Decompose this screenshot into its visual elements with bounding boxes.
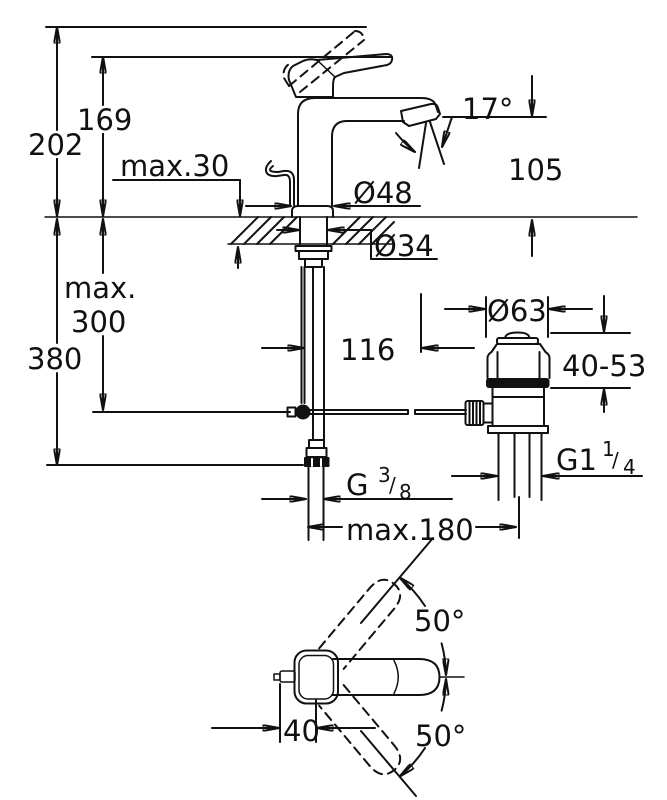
faucet-body-and-spout	[297, 97, 439, 207]
pop-up-pull-rod	[264, 160, 295, 206]
spray-line-vertical	[418, 122, 427, 169]
front-view: 202 169 max.30 17° 105 Ø48 Ø34 max. 300 …	[24, 26, 646, 547]
dim-lever-height-label: 169	[77, 103, 132, 137]
lever-handle-crease	[316, 59, 336, 78]
waste-funnel	[486, 343, 551, 379]
dim-supply-thread-label: G 3 / 8	[346, 463, 412, 504]
hose-fitting-top	[308, 439, 325, 449]
hex-nut-slits	[311, 458, 322, 467]
waste-knurled-knob	[464, 400, 485, 426]
dim-total-height-label: 202	[28, 128, 83, 162]
lever-plan-end-arc	[393, 659, 399, 695]
radius-line-lower	[360, 730, 417, 797]
swivel-angle-dimensions	[211, 537, 446, 797]
waste-gasket	[486, 378, 550, 388]
knob-ridges	[468, 401, 481, 426]
body-inner	[298, 654, 335, 700]
waste-body	[491, 387, 545, 427]
dim-base-dia-label: Ø48	[353, 176, 413, 210]
mounting-nut	[294, 245, 333, 268]
spout-underside	[331, 120, 405, 207]
dim-waste-thread-label: G1 1 / 4	[556, 437, 636, 479]
hose-fitting-mid	[305, 447, 328, 458]
dim-swivel-upper-label: 50°	[414, 604, 465, 638]
pull-knob-tip	[273, 673, 281, 681]
spray-line-angled	[429, 121, 445, 165]
dim-center-distance-label: max.180	[346, 513, 474, 547]
faucet-base	[291, 205, 334, 218]
dim-depth-max-word-label: max.	[64, 271, 136, 305]
supply-hose	[307, 466, 325, 541]
dim-knob-offset-label: 40	[283, 714, 320, 748]
ext-lines-63	[485, 296, 549, 338]
waste-tail-pipe	[497, 432, 543, 539]
pop-up-waste	[464, 331, 551, 539]
radius-line-upper	[360, 537, 434, 624]
dim-spray-angle-label: 17°	[462, 92, 513, 126]
waste-side-port	[482, 402, 494, 424]
dim-waste-dia-label: Ø63	[487, 294, 547, 328]
supply-tube	[312, 266, 325, 441]
top-view: 50° 50° 40	[211, 537, 466, 797]
dim-hole-dia-label: Ø34	[374, 229, 434, 263]
dim-spout-height-label: 105	[508, 153, 563, 187]
pull-knob	[279, 670, 296, 683]
waste-body-flange	[487, 425, 549, 434]
waste-plug-dome	[504, 331, 531, 339]
dim-waste-range-label: 40-53	[562, 349, 646, 383]
counter-section	[44, 216, 638, 268]
dim-rod-reach-label: 116	[340, 333, 395, 367]
lever-handle-raised-dashed	[282, 30, 365, 93]
dim-deck-max-label: max.30	[120, 149, 229, 183]
dimension-lines	[45, 26, 643, 527]
counter-hatching	[230, 216, 395, 245]
pull-rod-lines	[300, 266, 306, 404]
dim-hose-length-label: 380	[27, 342, 82, 376]
faucet-outline	[264, 30, 441, 218]
horizontal-rod	[309, 409, 467, 415]
lever-handle	[287, 53, 394, 98]
spray-arc-arrow	[395, 132, 415, 152]
hose-hex-nut	[304, 457, 330, 467]
dim-depth-max-value-label: 300	[71, 305, 126, 339]
ext-lines-40	[279, 683, 317, 743]
ext-lines-4053	[550, 332, 631, 389]
rod-ball-joint	[295, 404, 311, 420]
dim-swivel-lower-label: 50°	[415, 719, 466, 753]
aerator-nozzle	[400, 102, 441, 127]
